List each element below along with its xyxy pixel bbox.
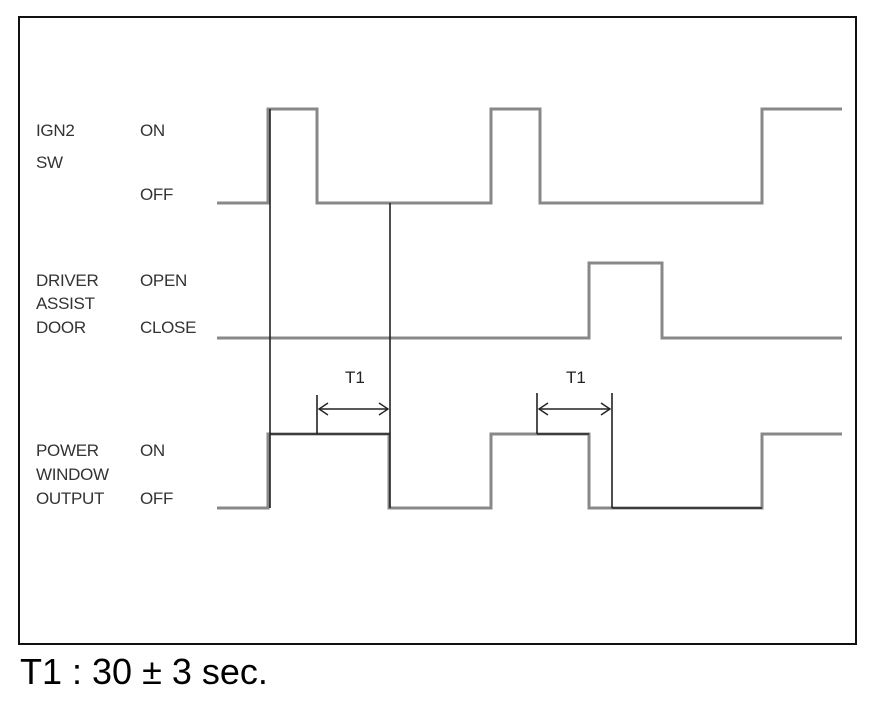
diagram-frame	[18, 16, 857, 645]
ign2-name-line1: IGN2	[36, 121, 74, 140]
door-name-line3: DOOR	[36, 318, 86, 337]
ign2-name-line2: SW	[36, 153, 63, 172]
ign2-off-label: OFF	[140, 185, 173, 204]
pw-on-label: ON	[140, 441, 165, 460]
t1-label-2: T1	[566, 368, 586, 387]
t1-arrowhead-right-2	[600, 402, 612, 416]
t1-label-1: T1	[345, 368, 365, 387]
door-open-label: OPEN	[140, 271, 187, 290]
t1-arrowhead-left-2	[537, 402, 549, 416]
door-waveform	[217, 261, 842, 340]
door-name-line2: ASSIST	[36, 294, 95, 313]
timing-diagram: IGN2 SW ON OFF DRIVER ASSIST DOOR OPEN C…	[36, 107, 842, 510]
door-close-label: CLOSE	[140, 318, 196, 337]
pw-name-line2: WINDOW	[36, 465, 109, 484]
t1-arrowhead-left-1	[317, 402, 329, 416]
pw-waveform	[217, 432, 842, 510]
ign2-waveform	[217, 107, 842, 205]
door-name-line1: DRIVER	[36, 271, 98, 290]
timing-note: T1 : 30 ± 3 sec.	[20, 651, 268, 692]
ign2-on-label: ON	[140, 121, 165, 140]
pw-name-line3: OUTPUT	[36, 489, 104, 508]
pw-name-line1: POWER	[36, 441, 99, 460]
pw-off-label: OFF	[140, 489, 173, 508]
t1-arrowhead-right-1	[378, 402, 390, 416]
